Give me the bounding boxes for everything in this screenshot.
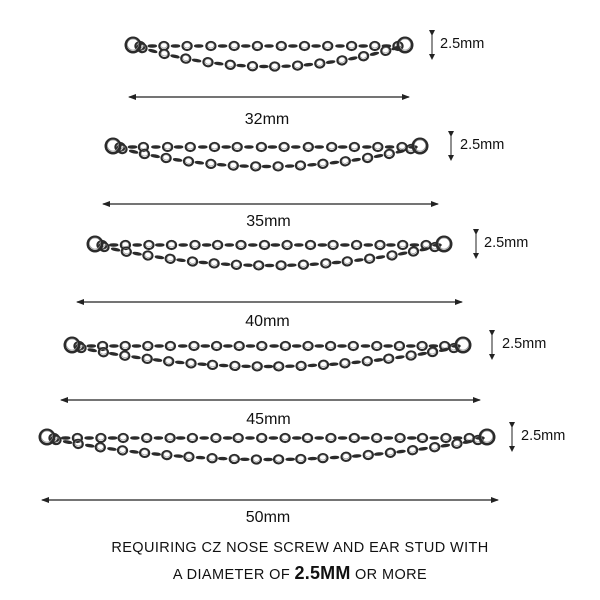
jump-ring-left-icon (104, 137, 122, 155)
chain-35mm (104, 137, 429, 172)
chain-length-label: 45mm (246, 411, 291, 428)
jump-ring-left-icon (63, 336, 81, 354)
chain-height-label: 2.5mm (484, 235, 529, 251)
chain-length-label: 32mm (244, 111, 290, 128)
chain-height-label: 2.5mm (440, 36, 485, 52)
chain-length-label: 50mm (245, 509, 291, 526)
chain-32mm (124, 36, 414, 72)
jump-ring-right-icon (478, 428, 496, 446)
chain-height-label: 2.5mm (521, 428, 566, 444)
chain-50mm (38, 428, 496, 465)
chain-length-label: 35mm (246, 213, 291, 230)
jump-ring-right-icon (435, 235, 453, 253)
chain-height-label: 2.5mm (502, 336, 547, 352)
jump-ring-left-icon (124, 36, 142, 54)
jump-ring-right-icon (396, 36, 414, 54)
caption-line-2: A DIAMETER OF 2.5MM OR MORE (0, 563, 600, 584)
chain-45mm (63, 336, 472, 372)
caption-text-1: REQUIRING CZ NOSE SCREW AND EAR STUD WIT… (111, 540, 489, 556)
jump-ring-right-icon (454, 336, 472, 354)
chain-length-label: 40mm (245, 313, 290, 330)
caption-prefix: A DIAMETER OF (172, 567, 295, 583)
caption-line-1: REQUIRING CZ NOSE SCREW AND EAR STUD WIT… (0, 540, 600, 556)
chain-height-label: 2.5mm (460, 137, 505, 153)
jump-ring-left-icon (86, 235, 104, 253)
chain-40mm (86, 235, 453, 271)
jump-ring-left-icon (38, 428, 56, 446)
caption-emphasis-diameter: 2.5MM (294, 563, 351, 583)
jump-ring-right-icon (411, 137, 429, 155)
caption-suffix: OR MORE (350, 567, 428, 583)
